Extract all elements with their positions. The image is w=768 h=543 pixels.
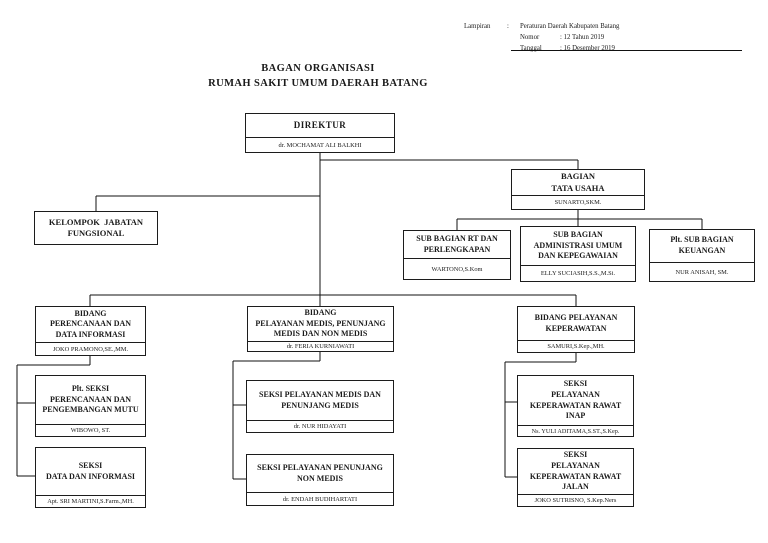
node-name: dr. ENDAH BUDIHARTATI xyxy=(247,492,393,505)
node-name: JOKO SUTRISNO, S.Kep.Ners xyxy=(518,494,633,506)
lampiran-colon: : xyxy=(507,23,509,30)
lampiran-underline xyxy=(511,50,742,51)
org-node-seksi-keperawatan-rawat-inap: SEKSI PELAYANAN KEPERAWATAN RAWAT INAP N… xyxy=(517,375,634,437)
org-node-kelompok-jabatan-fungsional: KELOMPOK JABATAN FUNGSIONAL xyxy=(34,211,158,245)
node-title: Plt. SUB BAGIAN KEUANGAN xyxy=(670,235,734,255)
node-title: BAGIAN TATA USAHA xyxy=(551,171,605,193)
org-node-seksi-perencanaan-pengembangan-mutu: Plt. SEKSI PERENCANAAN DAN PENGEMBANGAN … xyxy=(35,375,146,437)
node-name: SAMURI,S.Kep.,MH. xyxy=(518,340,634,352)
org-node-seksi-data-informasi: SEKSI DATA DAN INFORMASI Apt. SRI MARTIN… xyxy=(35,447,146,508)
page-title: BAGAN ORGANISASI RUMAH SAKIT UMUM DAERAH… xyxy=(208,63,428,90)
org-node-bidang-pelayanan-keperawatan: BIDANG PELAYANAN KEPERAWATAN SAMURI,S.Ke… xyxy=(517,306,635,353)
lampiran-block: Lampiran : Peraturan Daerah Kabupaten Ba… xyxy=(464,21,619,54)
tanggal-label: Tanggal xyxy=(520,45,542,52)
org-node-bidang-perencanaan-data-informasi: BIDANG PERENCANAAN DAN DATA INFORMASI JO… xyxy=(35,306,146,356)
node-title: DIREKTUR xyxy=(293,119,347,130)
tanggal-value: : 16 Desember 2019 xyxy=(560,45,615,52)
node-title: SEKSI PELAYANAN PENUNJANG NON MEDIS xyxy=(257,462,383,483)
org-node-bagian-tata-usaha: BAGIAN TATA USAHA SUNARTO,SKM. xyxy=(511,169,645,210)
node-name: dr. FERIA KURNIAWATI xyxy=(248,340,393,351)
nomor-value: : 12 Tahun 2019 xyxy=(560,34,605,41)
node-name: WARTONO,S.Kom xyxy=(404,258,510,279)
node-title: SUB BAGIAN RT DAN PERLENGKAPAN xyxy=(416,233,498,254)
node-title: SEKSI PELAYANAN KEPERAWATAN RAWAT INAP xyxy=(529,379,622,421)
org-node-sub-bagian-keuangan: Plt. SUB BAGIAN KEUANGAN NUR ANISAH, SM. xyxy=(649,229,755,282)
lampiran-label: Lampiran xyxy=(464,23,491,30)
node-name: Apt. SRI MARTINI,S.Farm.,MH. xyxy=(36,495,145,507)
node-name: NUR ANISAH, SM. xyxy=(650,262,754,281)
node-title: BIDANG PELAYANAN KEPERAWATAN xyxy=(534,312,618,333)
org-node-sub-bagian-rt-perlengkapan: SUB BAGIAN RT DAN PERLENGKAPAN WARTONO,S… xyxy=(403,230,511,280)
node-title: Plt. SEKSI PERENCANAAN DAN PENGEMBANGAN … xyxy=(42,384,139,415)
node-name: ELLY SUCIASIH,S.S.,M.Si. xyxy=(521,265,635,281)
node-name: JOKO PRAMONO,SE.,MM. xyxy=(36,342,145,355)
node-title: KELOMPOK JABATAN FUNGSIONAL xyxy=(48,216,144,238)
nomor-label: Nomor xyxy=(520,34,540,41)
node-title: BIDANG PELAYANAN MEDIS, PENUNJANG MEDIS … xyxy=(255,308,386,339)
node-name: WIBOWO, ST. xyxy=(36,424,145,436)
node-name: dr. MOCHAMAT ALI BALKHI xyxy=(246,137,394,152)
org-node-seksi-pelayanan-penunjang-non-medis: SEKSI PELAYANAN PENUNJANG NON MEDIS dr. … xyxy=(246,454,394,506)
node-title: SEKSI PELAYANAN KEPERAWATAN RAWAT JALAN xyxy=(529,450,622,492)
org-node-sub-bagian-administrasi-umum: SUB BAGIAN ADMINISTRASI UMUM DAN KEPEGAW… xyxy=(520,226,636,282)
org-node-direktur: DIREKTUR dr. MOCHAMAT ALI BALKHI xyxy=(245,113,395,153)
node-title: BIDANG PERENCANAAN DAN DATA INFORMASI xyxy=(49,308,132,339)
org-node-seksi-pelayanan-medis-penunjang: SEKSI PELAYANAN MEDIS DAN PENUNJANG MEDI… xyxy=(246,380,394,433)
org-node-bidang-pelayanan-medis: BIDANG PELAYANAN MEDIS, PENUNJANG MEDIS … xyxy=(247,306,394,352)
node-name: SUNARTO,SKM. xyxy=(512,195,644,209)
node-name: Ns. YULI ADITAMA,S.ST.,S.Kep. xyxy=(518,425,633,436)
lampiran-value: Peraturan Daerah Kabupaten Batang xyxy=(520,23,620,30)
org-node-seksi-keperawatan-rawat-jalan: SEKSI PELAYANAN KEPERAWATAN RAWAT JALAN … xyxy=(517,448,634,507)
node-title: SEKSI DATA DAN INFORMASI xyxy=(45,460,136,481)
node-name: dr. NUR HIDAYATI xyxy=(247,420,393,432)
node-title: SUB BAGIAN ADMINISTRASI UMUM DAN KEPEGAW… xyxy=(533,230,623,261)
node-title: SEKSI PELAYANAN MEDIS DAN PENUNJANG MEDI… xyxy=(259,389,381,410)
